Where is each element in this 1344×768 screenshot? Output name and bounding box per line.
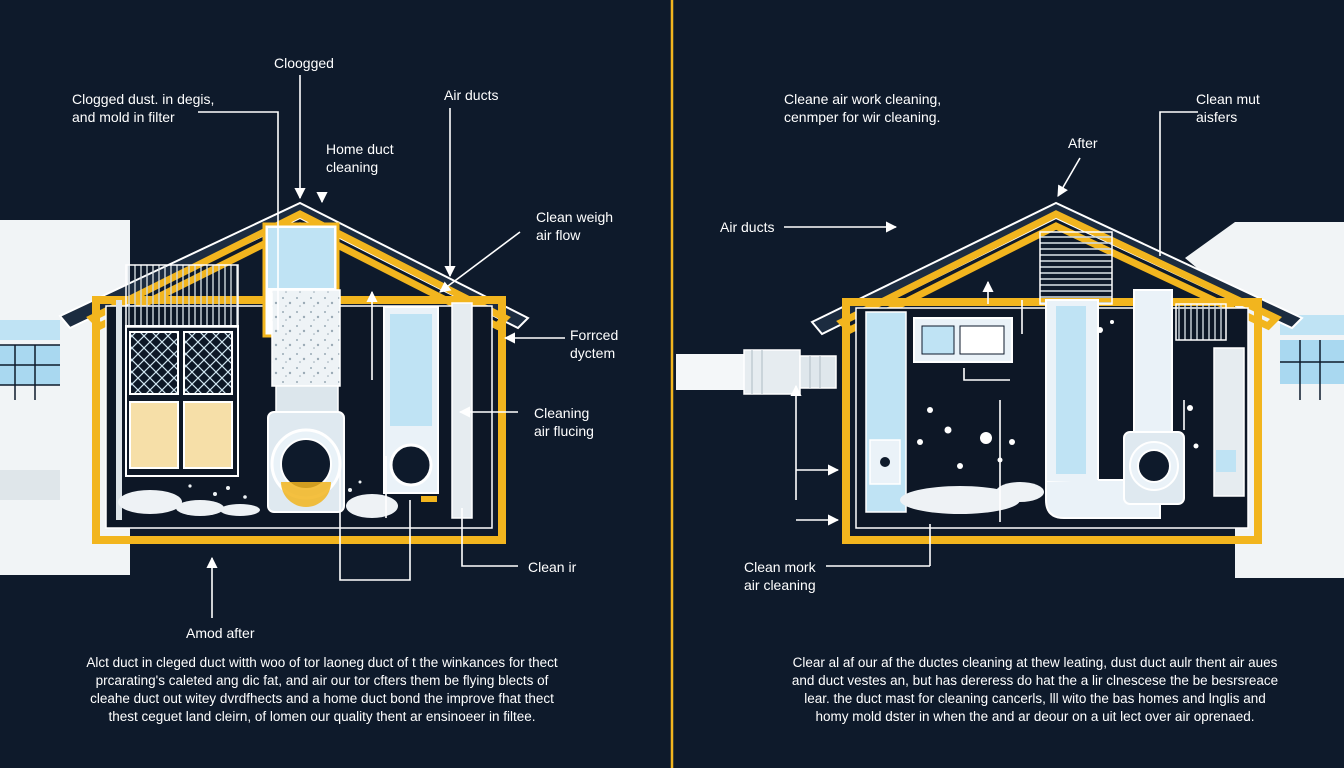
label-cleaning-air-flucing: Cleaning air flucing bbox=[534, 405, 594, 439]
left-house bbox=[0, 75, 565, 618]
label-clean-weigh-air-flow: Clean weigh air flow bbox=[536, 209, 614, 243]
right-neighbor-building bbox=[1185, 222, 1344, 578]
label-after: After bbox=[1068, 135, 1098, 151]
right-house bbox=[676, 111, 1344, 578]
lattice-window-1 bbox=[129, 331, 179, 395]
filter-panel bbox=[125, 264, 239, 328]
air-particles bbox=[917, 320, 1199, 469]
duct-column bbox=[271, 289, 341, 387]
dust-debris bbox=[118, 480, 398, 518]
label-home-duct-cleaning: Home duct cleaning bbox=[326, 141, 394, 175]
left-paragraph: Alct duct in cleged duct witth woo of to… bbox=[86, 655, 558, 724]
label-cleane-air-work: Cleane air work cleaning, cenmper for wi… bbox=[784, 91, 942, 125]
label-clogged: Cloogged bbox=[274, 55, 334, 71]
label-clean-ir: Clean ir bbox=[528, 559, 577, 575]
label-amod-after: Amod after bbox=[186, 625, 255, 641]
label-forced-system: Forrced dyctem bbox=[570, 327, 619, 361]
label-clean-mork: Clean mork air cleaning bbox=[744, 559, 816, 593]
label-air-ducts-left: Air ducts bbox=[444, 87, 499, 103]
lattice-window-2 bbox=[183, 331, 233, 395]
roof-vent bbox=[1039, 231, 1113, 305]
label-clean-mut: Clean mut aisfers bbox=[1196, 91, 1260, 125]
label-clogged-dust: Clogged dust. in degis, and mold in filt… bbox=[72, 91, 215, 125]
right-paragraph: Clear al af our af the ductes cleaning a… bbox=[791, 655, 1279, 724]
label-air-ducts-right: Air ducts bbox=[720, 219, 775, 235]
